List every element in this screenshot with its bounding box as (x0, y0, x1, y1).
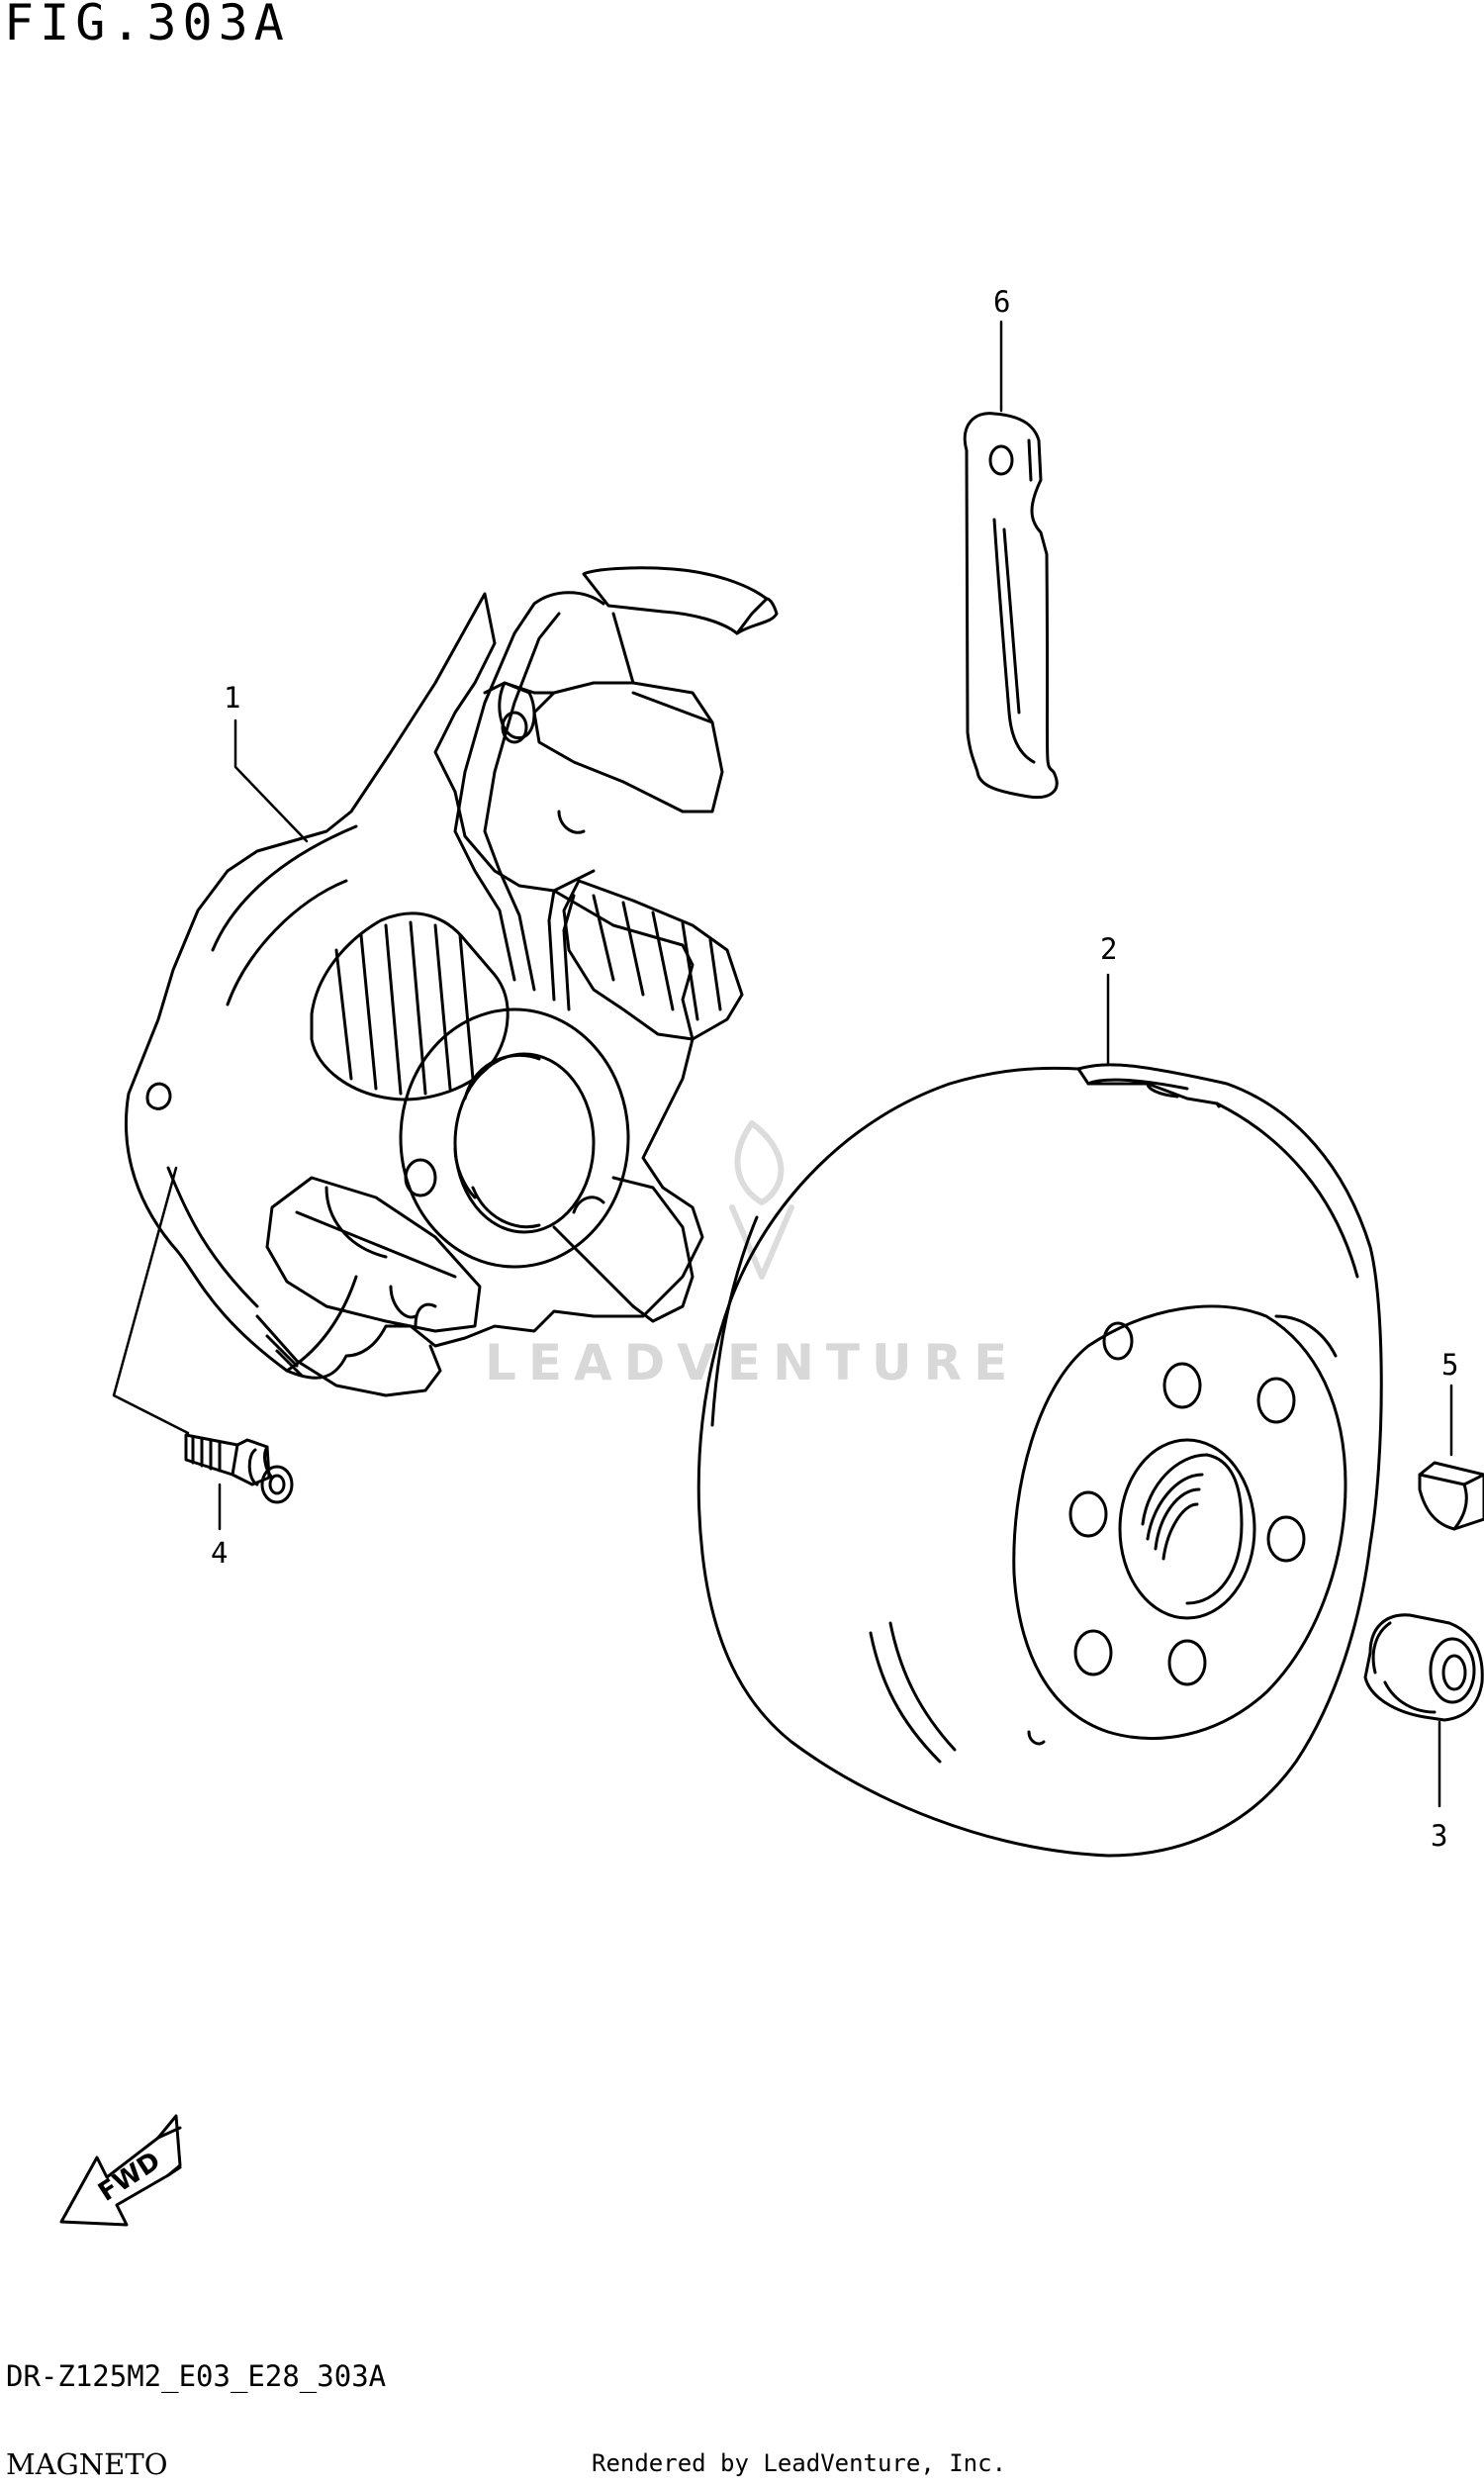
callout-1[interactable]: 1 (224, 681, 241, 715)
render-credit: Rendered by LeadVenture, Inc. (592, 2449, 1007, 2477)
leader-line-4 (112, 1166, 222, 1531)
watermark-text: LEADVENTURE (485, 1334, 1020, 1391)
model-code: DR-Z125M2_E03_E28_303A (6, 2359, 387, 2393)
leader-line-1 (233, 718, 309, 843)
callout-2[interactable]: 2 (1100, 932, 1118, 966)
part-3-nut[interactable] (1363, 1613, 1484, 1722)
part-6-clamp[interactable] (963, 412, 1059, 800)
part-2-rotor[interactable] (696, 1063, 1383, 1858)
callout-3[interactable]: 3 (1431, 1819, 1448, 1853)
callout-4[interactable]: 4 (211, 1536, 229, 1570)
leadventure-logo-icon (729, 1120, 794, 1280)
callout-5[interactable]: 5 (1441, 1348, 1459, 1382)
callout-6[interactable]: 6 (993, 285, 1011, 319)
figure-title: FIG.303A (4, 0, 290, 51)
fwd-arrow-icon: FWD (59, 2114, 182, 2227)
part-5-key[interactable] (1418, 1461, 1484, 1531)
section-name: MAGNETO (6, 2447, 168, 2481)
part-4-bolt[interactable] (184, 1433, 294, 1504)
part-1-stator[interactable] (125, 566, 779, 1397)
